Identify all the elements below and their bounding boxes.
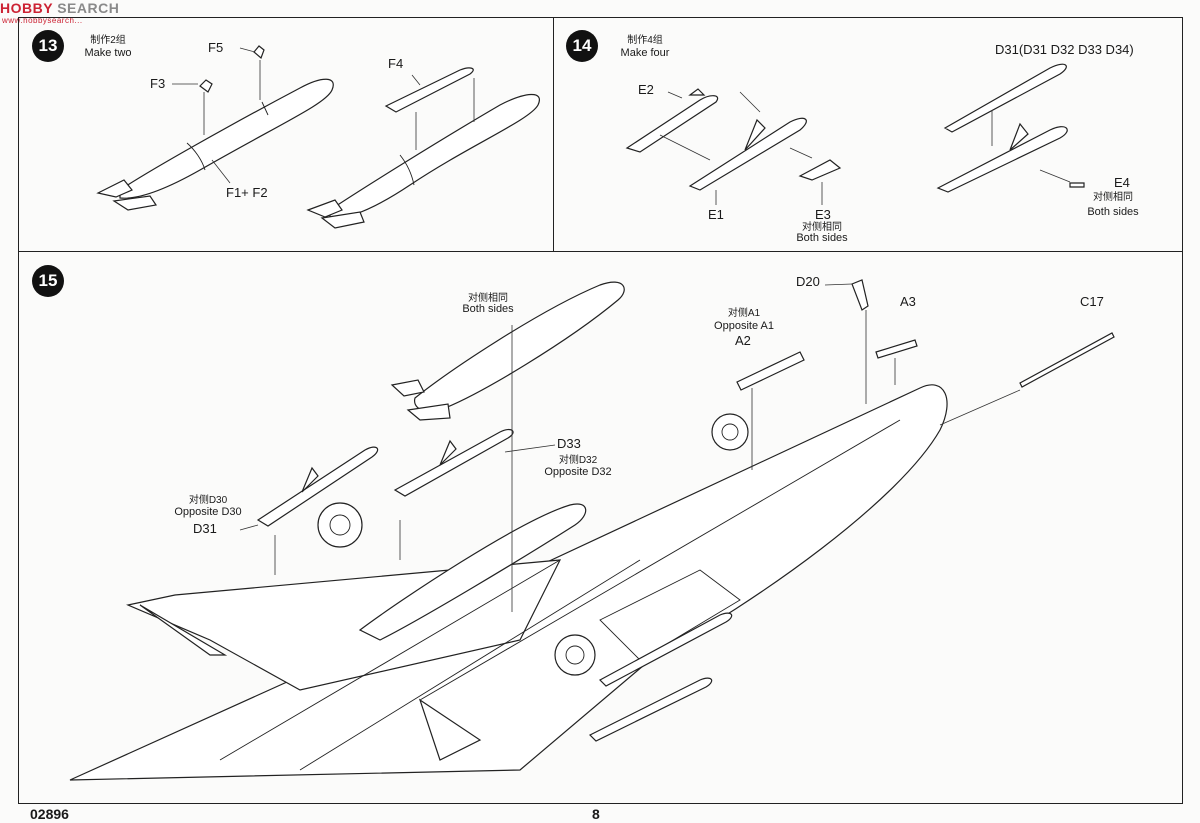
wing-drop-tank [358, 503, 587, 641]
label-d31-note-en: Opposite D30 [174, 506, 242, 518]
wingtip-missiles [588, 612, 733, 742]
step-13-badge: 13 [32, 30, 64, 62]
label-e3-note-en: Both sides [796, 232, 848, 244]
label-f1-f2: F1+ F2 [226, 185, 268, 200]
step-14-note-en: Make four [620, 47, 670, 59]
loose-drop-tank [390, 281, 625, 421]
label-tank-note-cn: 对侧相同 [468, 293, 508, 304]
label-f3: F3 [150, 76, 166, 91]
drop-tank-right [306, 67, 540, 229]
product-code: 02896 [30, 806, 69, 822]
label-a2: A2 [735, 333, 751, 348]
page-number: 8 [592, 806, 600, 822]
label-d31-group: D31(D31 D32 D33 D34) [995, 42, 1134, 57]
step-14-badge: 14 [566, 30, 598, 62]
missile-body-e1 [688, 117, 807, 191]
label-e4: E4 [1114, 175, 1130, 190]
label-e1: E1 [708, 207, 724, 222]
missile-assembled [936, 122, 1085, 193]
label-a2-note-cn: 对侧A1 [727, 308, 761, 319]
label-tank-note-en: Both sides [462, 303, 514, 315]
label-e2: E2 [638, 82, 654, 97]
missile-body-d31 [943, 63, 1067, 133]
watermark-name: SEARCH [57, 0, 120, 16]
step-14-note-cn: 制作4组 [627, 35, 663, 46]
fin-e3 [798, 159, 842, 181]
label-e4-note-en: Both sides [1087, 206, 1139, 218]
landing-gear [317, 413, 749, 676]
label-d20: D20 [796, 274, 820, 289]
part-c17 [1019, 332, 1115, 388]
label-f5: F5 [208, 40, 224, 55]
step-15-panel [18, 251, 1183, 804]
missile-d33 [393, 428, 514, 497]
label-a2-note-en: Opposite A1 [714, 320, 774, 332]
step-13-note-cn: 制作2组 [90, 35, 126, 46]
missile-body-e2 [625, 88, 719, 153]
drop-tank-left [96, 45, 334, 211]
label-e3-note-cn: 对侧相同 [802, 222, 842, 233]
watermark-prefix: HOBBY [0, 0, 53, 16]
label-d31: D31 [193, 521, 217, 536]
label-c17: C17 [1080, 294, 1104, 309]
missile-d31 [256, 446, 379, 527]
label-d33: D33 [557, 436, 581, 451]
part-a2 [736, 351, 805, 391]
label-a3: A3 [900, 294, 916, 309]
step-15-badge: 15 [32, 265, 64, 297]
label-e3: E3 [815, 207, 831, 222]
watermark-sub: www.hobbysearch... [2, 16, 83, 25]
label-d31-note-cn: 对侧D30 [188, 495, 228, 506]
aircraft-underside [69, 384, 948, 781]
step-13-note-en: Make two [84, 47, 132, 59]
part-d20 [851, 279, 869, 311]
label-f4: F4 [388, 56, 404, 71]
label-e4-note-cn: 对侧相同 [1093, 192, 1133, 203]
label-d33-note-cn: 对侧D32 [558, 455, 598, 466]
watermark-logo: HOBBY SEARCH www.hobbysearch... [0, 0, 120, 25]
part-a3 [875, 339, 918, 359]
label-d33-note-en: Opposite D32 [544, 466, 612, 478]
